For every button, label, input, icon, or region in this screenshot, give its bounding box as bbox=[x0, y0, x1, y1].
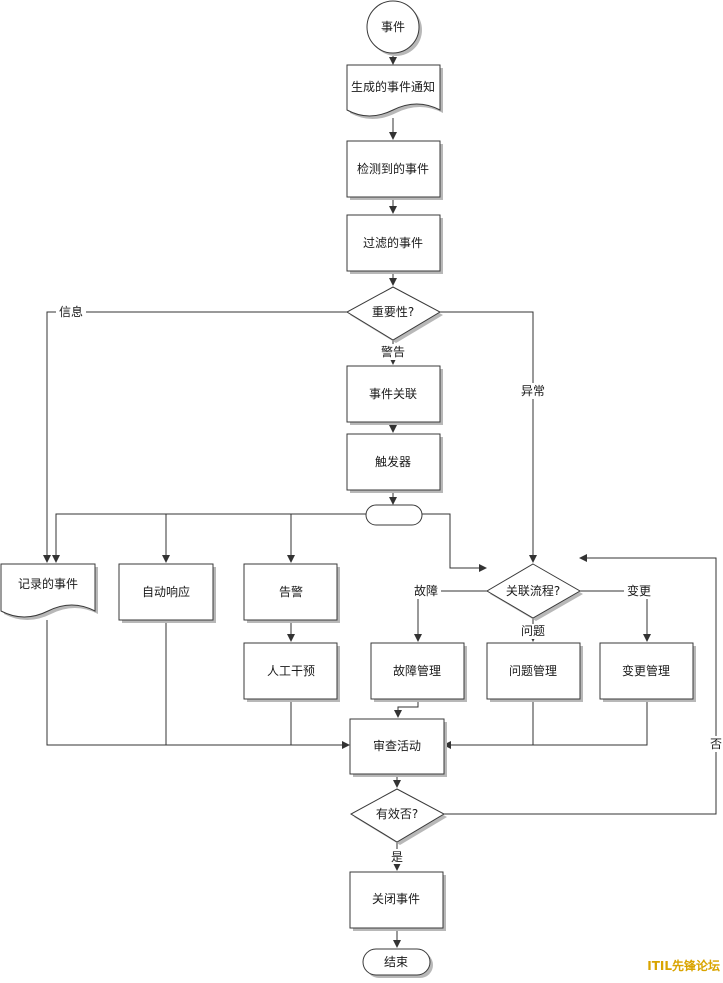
node-event: 事件 bbox=[366, 0, 422, 56]
edge-logged-to-review bbox=[46, 620, 350, 749]
svg-text:故障管理: 故障管理 bbox=[393, 663, 441, 678]
node-end: 结束 bbox=[362, 948, 433, 978]
label-incident: 故障 bbox=[414, 583, 438, 598]
edge-incident-to-review bbox=[394, 700, 419, 718]
svg-text:关闭事件: 关闭事件 bbox=[372, 892, 420, 906]
svg-text:人工干预: 人工干预 bbox=[267, 664, 315, 678]
node-review: 审查活动 bbox=[349, 718, 447, 777]
label-problem: 问题 bbox=[521, 624, 545, 638]
node-detected: 检测到的事件 bbox=[346, 140, 443, 200]
edge-importance-info-to-logged bbox=[43, 311, 347, 563]
edges bbox=[43, 56, 717, 948]
edge-effective-no-to-related bbox=[444, 554, 717, 815]
node-manual: 人工干预 bbox=[243, 642, 340, 702]
node-splitter bbox=[365, 504, 423, 526]
svg-text:生成的事件通知: 生成的事件通知 bbox=[351, 79, 435, 94]
node-related-process-decision: 关联流程? bbox=[486, 563, 583, 621]
svg-text:自动响应: 自动响应 bbox=[142, 584, 190, 599]
edge-splitter-to-related bbox=[422, 513, 487, 572]
svg-text:事件关联: 事件关联 bbox=[369, 387, 417, 401]
svg-text:告警: 告警 bbox=[279, 584, 303, 599]
node-alert: 告警 bbox=[243, 563, 340, 623]
node-trigger: 触发器 bbox=[346, 433, 443, 493]
node-close: 关闭事件 bbox=[349, 871, 446, 931]
node-correlation: 事件关联 bbox=[346, 365, 443, 425]
node-filtered: 过滤的事件 bbox=[346, 214, 443, 274]
label-info: 信息 bbox=[59, 304, 83, 319]
svg-text:检测到的事件: 检测到的事件 bbox=[357, 161, 429, 176]
svg-text:结束: 结束 bbox=[384, 955, 408, 969]
node-change-mgmt: 变更管理 bbox=[599, 642, 696, 702]
node-notification: 生成的事件通知 bbox=[346, 64, 443, 119]
node-effective-decision: 有效否? bbox=[349, 788, 447, 845]
svg-text:问题管理: 问题管理 bbox=[509, 663, 557, 678]
label-yes: 是 bbox=[391, 850, 403, 864]
label-exception: 异常 bbox=[521, 384, 545, 398]
svg-text:有效否?: 有效否? bbox=[376, 806, 418, 821]
svg-text:审查活动: 审查活动 bbox=[373, 738, 421, 753]
node-importance-decision: 重要性? bbox=[345, 286, 443, 343]
node-problem-mgmt: 问题管理 bbox=[486, 642, 583, 702]
label-change: 变更 bbox=[627, 583, 651, 598]
node-auto-response: 自动响应 bbox=[118, 563, 216, 623]
edge-change-to-review bbox=[443, 700, 648, 749]
node-logged: 记录的事件 bbox=[0, 563, 98, 620]
svg-text:记录的事件: 记录的事件 bbox=[18, 576, 78, 591]
label-no: 否 bbox=[710, 737, 722, 751]
edge-labels: 信息 警告 异常 故障 问题 变更 否 是 bbox=[56, 304, 723, 864]
edge-importance-exception-to-related bbox=[440, 311, 537, 563]
svg-text:过滤的事件: 过滤的事件 bbox=[363, 235, 423, 250]
svg-text:重要性?: 重要性? bbox=[372, 305, 414, 319]
svg-text:事件: 事件 bbox=[381, 20, 405, 34]
svg-text:变更管理: 变更管理 bbox=[622, 663, 670, 678]
node-incident-mgmt: 故障管理 bbox=[370, 642, 467, 702]
watermark-text: ITIL先锋论坛 bbox=[647, 958, 720, 973]
label-warning: 警告 bbox=[381, 344, 405, 359]
edge-splitter-to-logged bbox=[52, 513, 366, 563]
svg-text:触发器: 触发器 bbox=[375, 454, 411, 469]
svg-text:关联流程?: 关联流程? bbox=[506, 583, 560, 598]
